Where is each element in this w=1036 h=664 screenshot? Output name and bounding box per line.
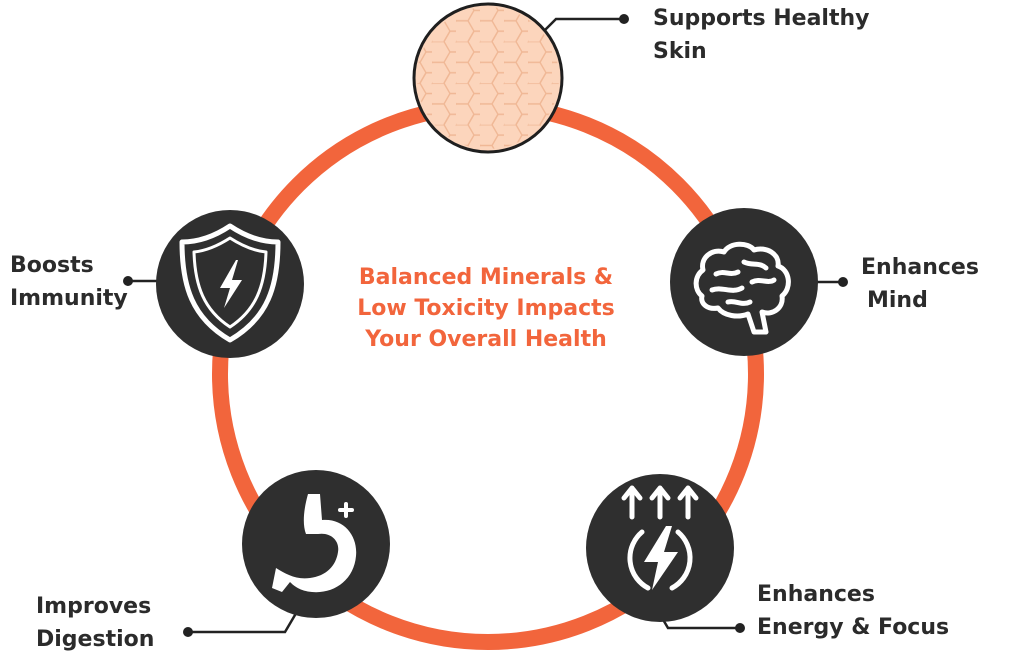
label-line: Mind [867,288,928,313]
label-line: Boosts [10,253,94,278]
shield-icon [156,210,304,358]
label-line: Digestion [36,627,155,652]
label-line: Enhances [757,582,875,607]
label-improves-digestion: Improves Digestion [36,590,154,656]
connector-dot-digestion [183,627,193,637]
center-title: Balanced Minerals & Low Toxicity Impacts… [330,262,642,355]
connector-dot-mind [838,277,848,287]
stomach-icon [242,470,390,618]
connector-dot-skin [619,14,629,24]
label-boosts-immunity: Boosts Immunity [10,249,128,315]
connector-dot-energy [735,623,745,633]
title-line-3: Your Overall Health [365,327,607,352]
label-line: Energy & Focus [757,615,950,640]
honeycomb-skin-icon [412,2,564,154]
label-line: Improves [36,594,152,619]
label-line: Immunity [10,286,128,311]
label-enhances-mind: Enhances Mind [861,251,979,317]
title-line-1: Balanced Minerals & [358,265,614,290]
label-line: Skin [653,39,707,64]
connector-dot-immunity [123,276,133,286]
energy-bolt-icon [586,474,734,622]
label-enhances-energy-focus: Enhances Energy & Focus [757,578,949,644]
label-line: Supports Healthy [653,6,870,31]
label-supports-healthy-skin: Supports Healthy Skin [653,2,869,68]
brain-icon [670,208,818,356]
label-line: Enhances [861,255,979,280]
title-line-2: Low Toxicity Impacts [357,296,615,321]
